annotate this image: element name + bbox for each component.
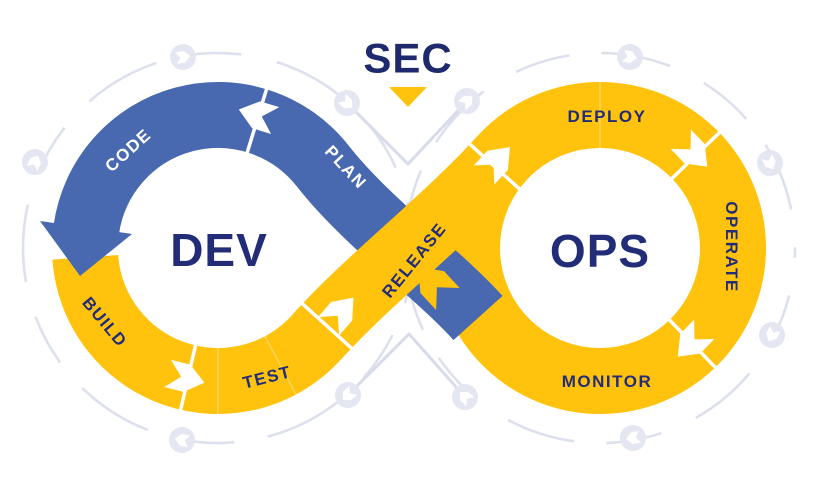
cycle-badge-icon <box>334 90 360 116</box>
cycle-badge-icon <box>759 322 785 348</box>
sec-arrow-icon <box>389 87 427 107</box>
right-loop-band <box>434 82 766 414</box>
cycle-badge-icon <box>617 44 643 70</box>
sec-title: SEC <box>363 35 452 82</box>
dev-label: DEV <box>170 224 268 276</box>
ops-label: OPS <box>550 225 650 277</box>
bottom-chevron-connector <box>346 332 467 398</box>
dashed-circle-right <box>403 51 797 445</box>
segment-label-monitor: MONITOR <box>562 372 652 391</box>
segment-label-operate: OPERATE <box>722 201 741 292</box>
cycle-badge-icon <box>22 149 48 175</box>
top-chevron-connector <box>345 99 469 166</box>
cycle-badge-icon <box>452 384 478 410</box>
segment-label-deploy: DEPLOY <box>568 107 647 126</box>
cycle-badge-icon <box>620 425 646 451</box>
code-to-build-arrow-icon <box>40 221 132 276</box>
cycle-badge-icon <box>454 88 480 114</box>
cycle-badge-icon <box>335 382 361 408</box>
cycle-badge-icon <box>170 44 196 70</box>
cycle-badge-icon <box>757 150 783 176</box>
cycle-badge-icon <box>169 427 195 453</box>
decor-layer <box>21 44 797 453</box>
